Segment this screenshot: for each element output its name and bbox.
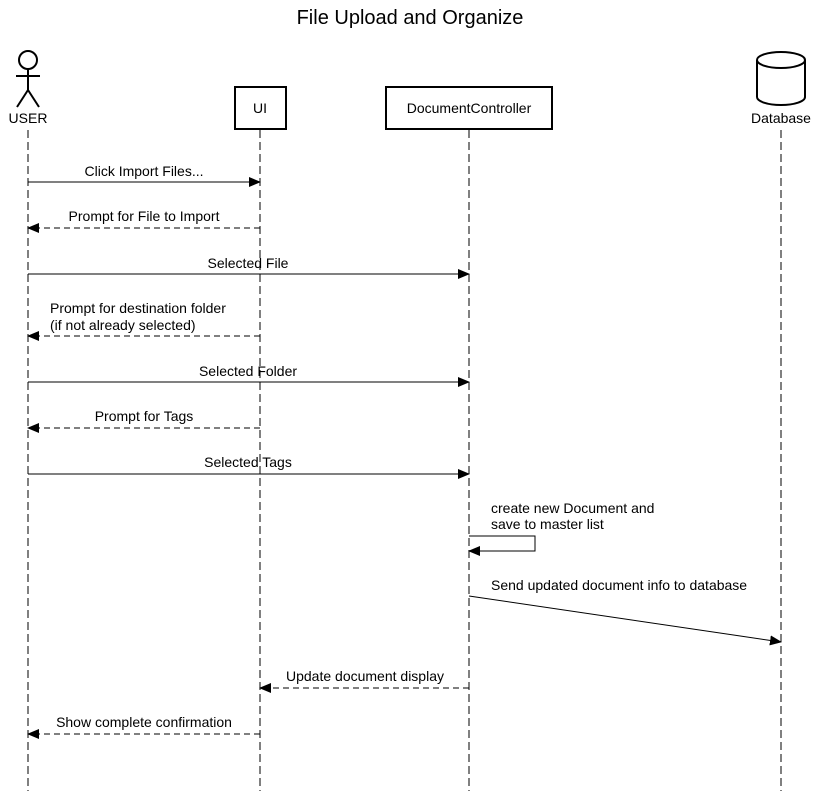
message-label-9: Send updated document info to database [491,577,747,593]
participant-database-label: Database [751,110,811,126]
message-label-4-line-2: (if not already selected) [50,317,196,333]
message-label-3: Selected File [208,255,289,271]
message-label-8-line-1: create new Document and [491,500,654,516]
message-label-2: Prompt for File to Import [69,208,220,224]
message-label-1: Click Import Files... [84,163,203,179]
message-label-5: Selected Folder [199,363,297,379]
diagram-title: File Upload and Organize [297,7,524,29]
message-label-6: Prompt for Tags [95,408,194,424]
message-label-11: Show complete confirmation [56,714,232,730]
message-arrow-8-self [468,535,536,556]
participant-ui: UI [234,86,287,130]
participant-controller-label: DocumentController [407,100,532,116]
message-label-7: Selected Tags [204,454,292,470]
message-arrow-9 [468,595,782,646]
message-label-10: Update document display [286,668,444,684]
database-icon [756,51,806,106]
message-label-8-line-2: save to master list [491,516,604,532]
user-actor-icon [16,50,40,108]
participant-document-controller: DocumentController [385,86,553,130]
message-label-4-line-1: Prompt for destination folder [50,300,226,316]
participant-user-label: USER [9,110,48,126]
participant-ui-label: UI [253,100,267,116]
